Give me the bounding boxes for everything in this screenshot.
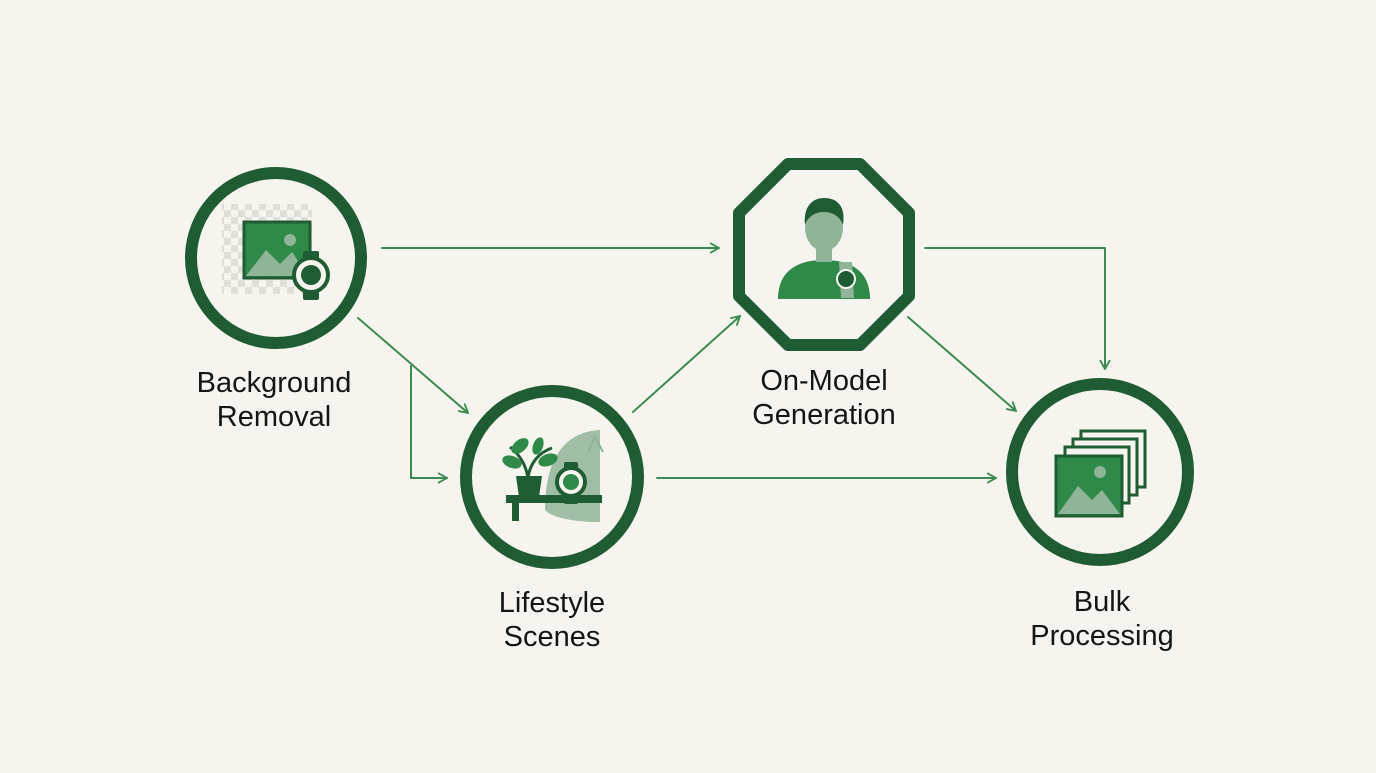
edge-on-model-to-bulk [907,316,1017,412]
node-lifestyle-scenes[interactable] [460,385,644,569]
on-model-generation-label: On-Model Generation [724,364,924,432]
label-line: Lifestyle [498,587,606,619]
label-line: Generation [752,399,896,431]
person-with-watch-icon [778,198,870,299]
edge-background-removal-to-lifestyle-elbow [410,365,448,484]
edge-background-removal-to-lifestyle [357,317,469,414]
edge-lifestyle-to-on-model [632,315,741,413]
image-with-watch-icon [222,204,330,300]
node-bulk-processing[interactable] [1006,378,1194,566]
bulk-processing-label: Bulk Processing [1000,585,1204,653]
edges [357,242,1111,484]
background-removal-label: Background Removal [174,366,374,434]
label-line: On-Model [760,365,888,397]
stacked-images-icon [1054,429,1147,518]
label-line: Removal [216,401,332,433]
edge-on-model-to-bulk-elbow [924,247,1111,370]
label-line: Scenes [503,621,601,653]
label-line: Bulk [1073,586,1131,618]
plant-shelf-watch-icon [502,430,604,522]
label-line: Processing [1030,620,1174,652]
label-line: Background [196,367,352,399]
node-background-removal[interactable] [185,167,367,349]
lifestyle-scenes-label: Lifestyle Scenes [452,586,652,654]
node-on-model-generation[interactable] [733,158,915,351]
